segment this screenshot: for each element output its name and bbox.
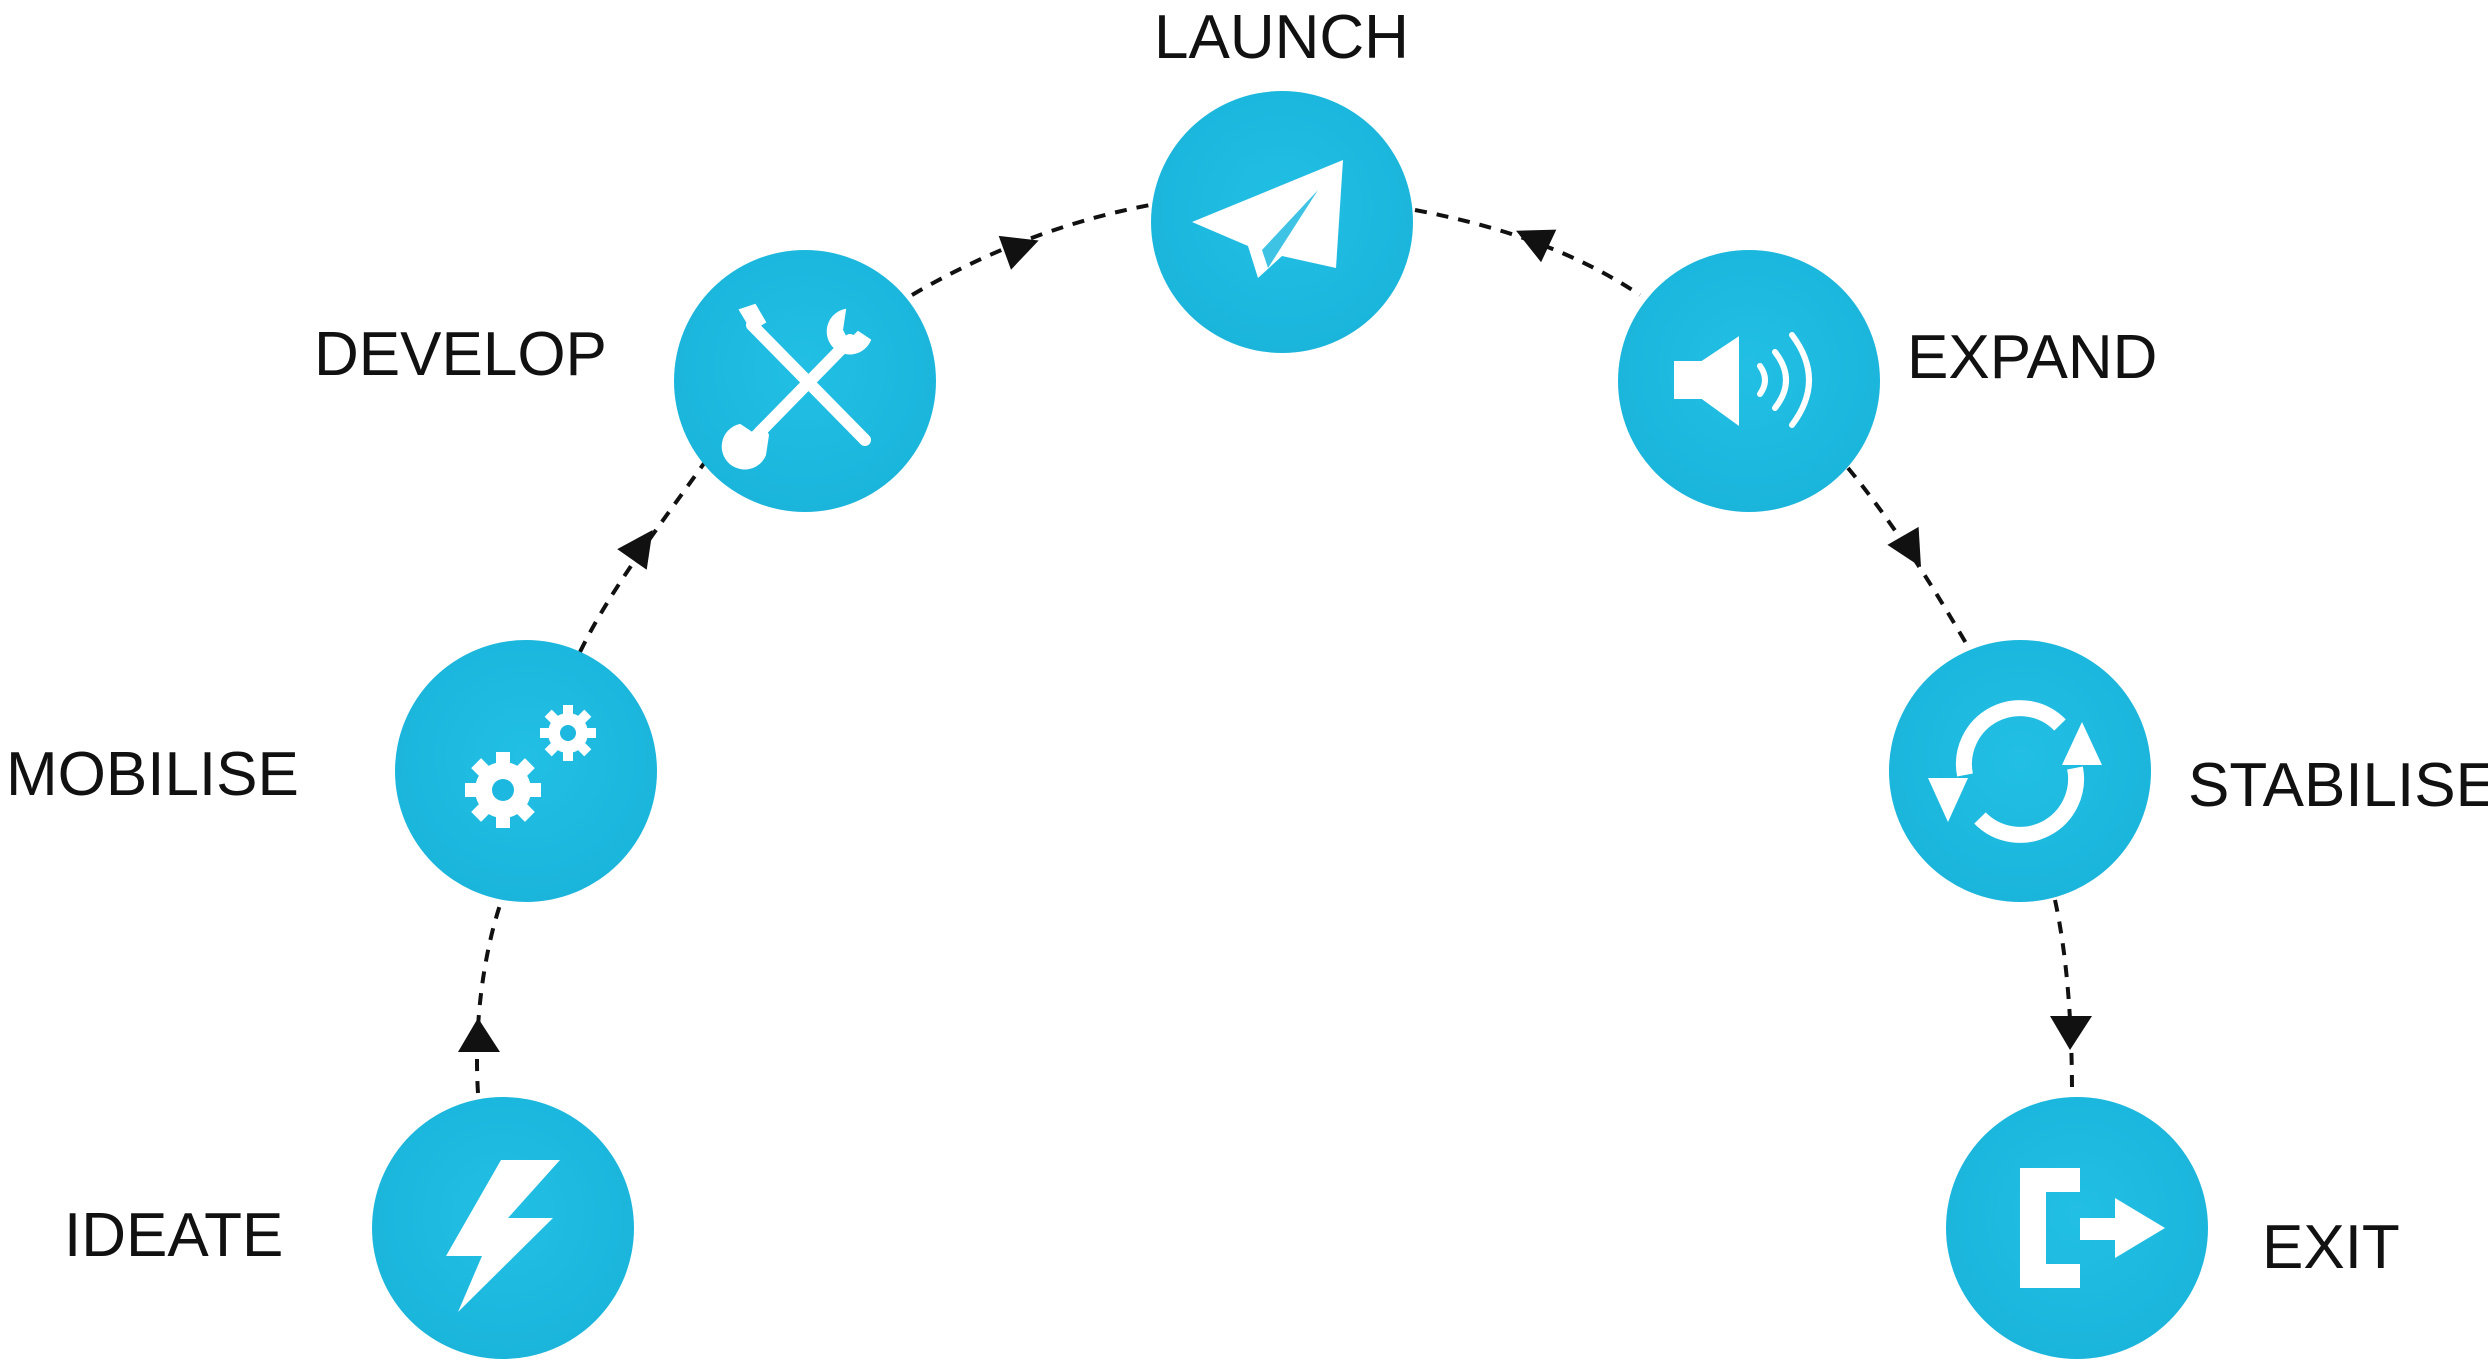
- node-exit: EXIT: [1946, 1097, 2400, 1359]
- node-circle: [1889, 640, 2151, 902]
- node-launch: LAUNCH: [1151, 3, 1413, 353]
- connectors: [458, 203, 2092, 1094]
- refresh-arrowheads: [1928, 722, 2102, 822]
- speaker-icon: [1674, 332, 1812, 428]
- node-expand: EXPAND: [1618, 250, 2157, 512]
- node-mobilise: MOBILISE: [6, 640, 657, 902]
- paper-plane-icon: [1192, 160, 1343, 278]
- exit-arrow-icon: [2020, 1168, 2165, 1288]
- node-label: DEVELOP: [314, 320, 607, 389]
- arrowhead-ideate-mobilise: [458, 1018, 500, 1052]
- node-circle: [1946, 1097, 2208, 1359]
- edge-stabilise-exit: [2053, 899, 2074, 1094]
- edge-launch-expand: [1414, 208, 1642, 297]
- lightning-bolt-icon: [446, 1160, 560, 1312]
- arrowhead-develop-launch: [998, 235, 1039, 270]
- arrowhead-launch-expand: [1516, 229, 1557, 263]
- arrowhead-mobilise-develop: [617, 529, 653, 570]
- edge-ideate-mobilise: [475, 904, 502, 1094]
- node-ideate: IDEATE: [64, 1097, 634, 1359]
- arrowhead-expand-stabilise: [1887, 526, 1921, 568]
- node-label: STABILISE: [2188, 751, 2488, 820]
- node-label: LAUNCH: [1154, 3, 1409, 72]
- node-label: IDEATE: [64, 1201, 283, 1270]
- edge-develop-launch: [910, 203, 1151, 297]
- node-circle: [1618, 250, 1880, 512]
- node-develop: DEVELOP: [314, 250, 936, 512]
- node-stabilise: STABILISE: [1889, 640, 2488, 902]
- wrench-screwdriver-icon: [721, 303, 872, 470]
- node-label: EXPAND: [1907, 323, 2157, 392]
- arrowhead-stabilise-exit: [2050, 1016, 2092, 1050]
- gears-icon: [465, 705, 596, 828]
- refresh-icon: [1955, 700, 2085, 843]
- node-label: EXIT: [2262, 1213, 2400, 1282]
- node-label: MOBILISE: [6, 740, 299, 809]
